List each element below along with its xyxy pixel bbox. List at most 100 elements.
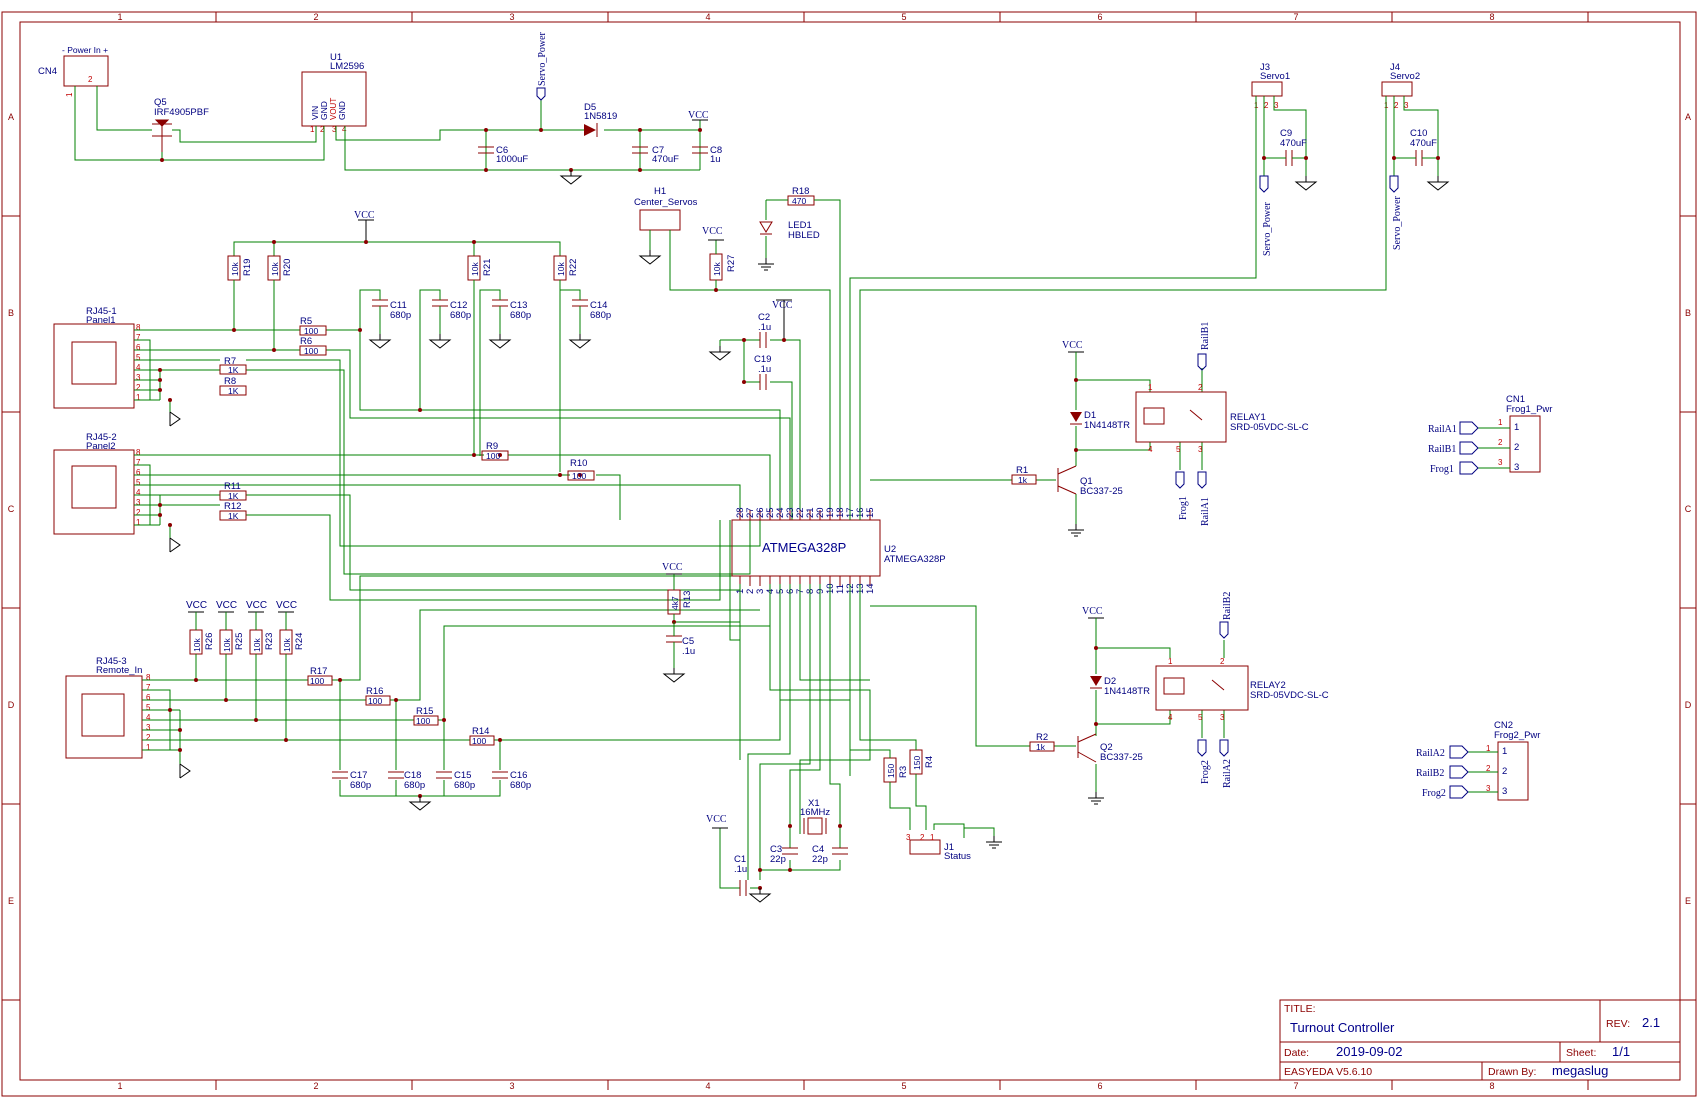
svg-text:3: 3	[906, 833, 911, 842]
r12-ref: R12	[224, 501, 241, 512]
col-label: 3	[509, 1081, 514, 1091]
c18-ref: C18	[404, 770, 421, 781]
u2-top-pin-number: 25	[765, 507, 776, 518]
u1-pin3: 3	[332, 125, 337, 134]
c6-value: 1000uF	[496, 154, 528, 165]
cn1-connector	[1509, 415, 1541, 473]
q5-ref: Q5	[154, 97, 167, 108]
ground-symbol	[709, 345, 731, 361]
row-label: B	[1685, 308, 1691, 318]
r26-ref: R26	[204, 633, 215, 650]
r22-ref: R22	[568, 259, 579, 276]
cn1-ref: CN1	[1506, 394, 1525, 405]
vcc-top: VCC	[688, 110, 709, 121]
sheet-caption: Sheet:	[1566, 1047, 1596, 1059]
r10-ref: R10	[570, 458, 587, 469]
rj45-3-pins: 87 65 43 21	[146, 673, 151, 752]
q5-value: IRF4905PBF	[154, 107, 209, 118]
j4-value: Servo2	[1390, 71, 1420, 82]
ground-symbol	[749, 887, 771, 903]
r18-ref: R18	[792, 186, 809, 197]
c2-value: .1u	[758, 322, 771, 333]
j4-header	[1381, 81, 1413, 97]
c9-value: 470uF	[1280, 138, 1307, 149]
net-railb2: RailB2	[1416, 768, 1444, 779]
r27-ref: R27	[726, 255, 737, 272]
reset-section: VCC 4k7 R13 C5 .1u	[662, 562, 741, 683]
c4-ref: C4	[812, 844, 824, 855]
svg-text:4: 4	[1148, 445, 1153, 454]
ground-symbol	[757, 257, 775, 271]
c11-value: 680p	[390, 310, 411, 321]
svg-text:3: 3	[1404, 101, 1409, 110]
cn2-connector	[1497, 741, 1529, 801]
ground-symbol	[1067, 523, 1085, 537]
servo-power-label: Servo_Power	[1392, 195, 1403, 250]
svg-text:1: 1	[146, 743, 151, 752]
net-frog1: Frog1	[1430, 464, 1454, 475]
c2-ref: C2	[758, 312, 770, 323]
power-input-section: - Power In + CN4 1 2 Q5 IRF4905PBF U1 LM…	[38, 31, 722, 185]
frog1-pwr-section: CN1 Frog1_Pwr 123 123 RailA1 RailB1 Frog…	[1428, 394, 1552, 475]
c4-value: 22p	[812, 854, 828, 865]
sheet-value: 1/1	[1612, 1044, 1630, 1059]
svg-text:5: 5	[136, 478, 141, 487]
svg-text:4: 4	[146, 713, 151, 722]
col-label: 5	[901, 12, 906, 22]
u2-top-pin-number: 22	[795, 507, 806, 518]
vcc-label: VCC	[276, 600, 297, 611]
c14-value: 680p	[590, 310, 611, 321]
r24-ref: R24	[294, 633, 305, 650]
border-labels: 1 2 3 4 5 6 7 8 1 2 3 4 5 6 7 8 A B C D …	[8, 12, 1692, 1091]
ground-symbol	[985, 835, 1003, 849]
c7-value: 470uF	[652, 154, 679, 165]
led1-ref: LED1	[788, 220, 812, 231]
c5-ref: C5	[682, 636, 694, 647]
r26-value: 10k	[192, 638, 202, 652]
r17-ref: R17	[310, 666, 327, 677]
svg-text:1: 1	[1486, 744, 1491, 753]
r16-ref: R16	[366, 686, 383, 697]
ground-symbol	[409, 795, 431, 811]
d1-value: 1N4148TR	[1084, 420, 1130, 431]
vcc-label: VCC	[702, 226, 723, 237]
led1-symbol	[759, 221, 773, 235]
row-label: E	[8, 896, 14, 906]
u2-top-pin-number: 24	[775, 507, 786, 518]
j4-ref: J4	[1390, 62, 1400, 73]
q2-value: BC337-25	[1100, 752, 1143, 763]
r1-ref: R1	[1016, 465, 1028, 476]
ground-flag	[179, 763, 191, 779]
u2-top-pin-number: 15	[865, 507, 876, 518]
svg-text:2: 2	[1514, 442, 1519, 453]
svg-text:7: 7	[136, 333, 141, 342]
svg-text:3: 3	[1486, 784, 1491, 793]
svg-text:1: 1	[1148, 383, 1153, 392]
svg-text:4: 4	[136, 488, 141, 497]
svg-text:4: 4	[136, 363, 141, 372]
svg-text:1: 1	[136, 518, 141, 527]
col-label: 7	[1293, 12, 1298, 22]
rj45-1-pins: 87 65 43 21	[136, 323, 141, 402]
u2-top-pin-number: 19	[825, 507, 836, 518]
border-column-markers	[2, 12, 1696, 1090]
h1-value: Center_Servos	[634, 197, 698, 208]
col-label: 4	[705, 1081, 710, 1091]
led1-value: HBLED	[788, 230, 820, 241]
net-frog1: Frog1	[1178, 496, 1189, 520]
cn4-pin1: 1	[65, 92, 74, 97]
rj45-3-ref: RJ45-3	[96, 656, 127, 667]
c16-ref: C16	[510, 770, 527, 781]
u2-top-pin-number: 26	[755, 507, 766, 518]
j3-ref: J3	[1260, 62, 1270, 73]
row-label: E	[1685, 896, 1691, 906]
vcc-label: VCC	[706, 814, 727, 825]
vcc-label: VCC	[216, 600, 237, 611]
col-label: 5	[901, 1081, 906, 1091]
col-label: 6	[1097, 1081, 1102, 1091]
date-caption: Date:	[1284, 1047, 1309, 1059]
relay1-body	[1135, 391, 1227, 443]
c9-ref: C9	[1280, 128, 1292, 139]
